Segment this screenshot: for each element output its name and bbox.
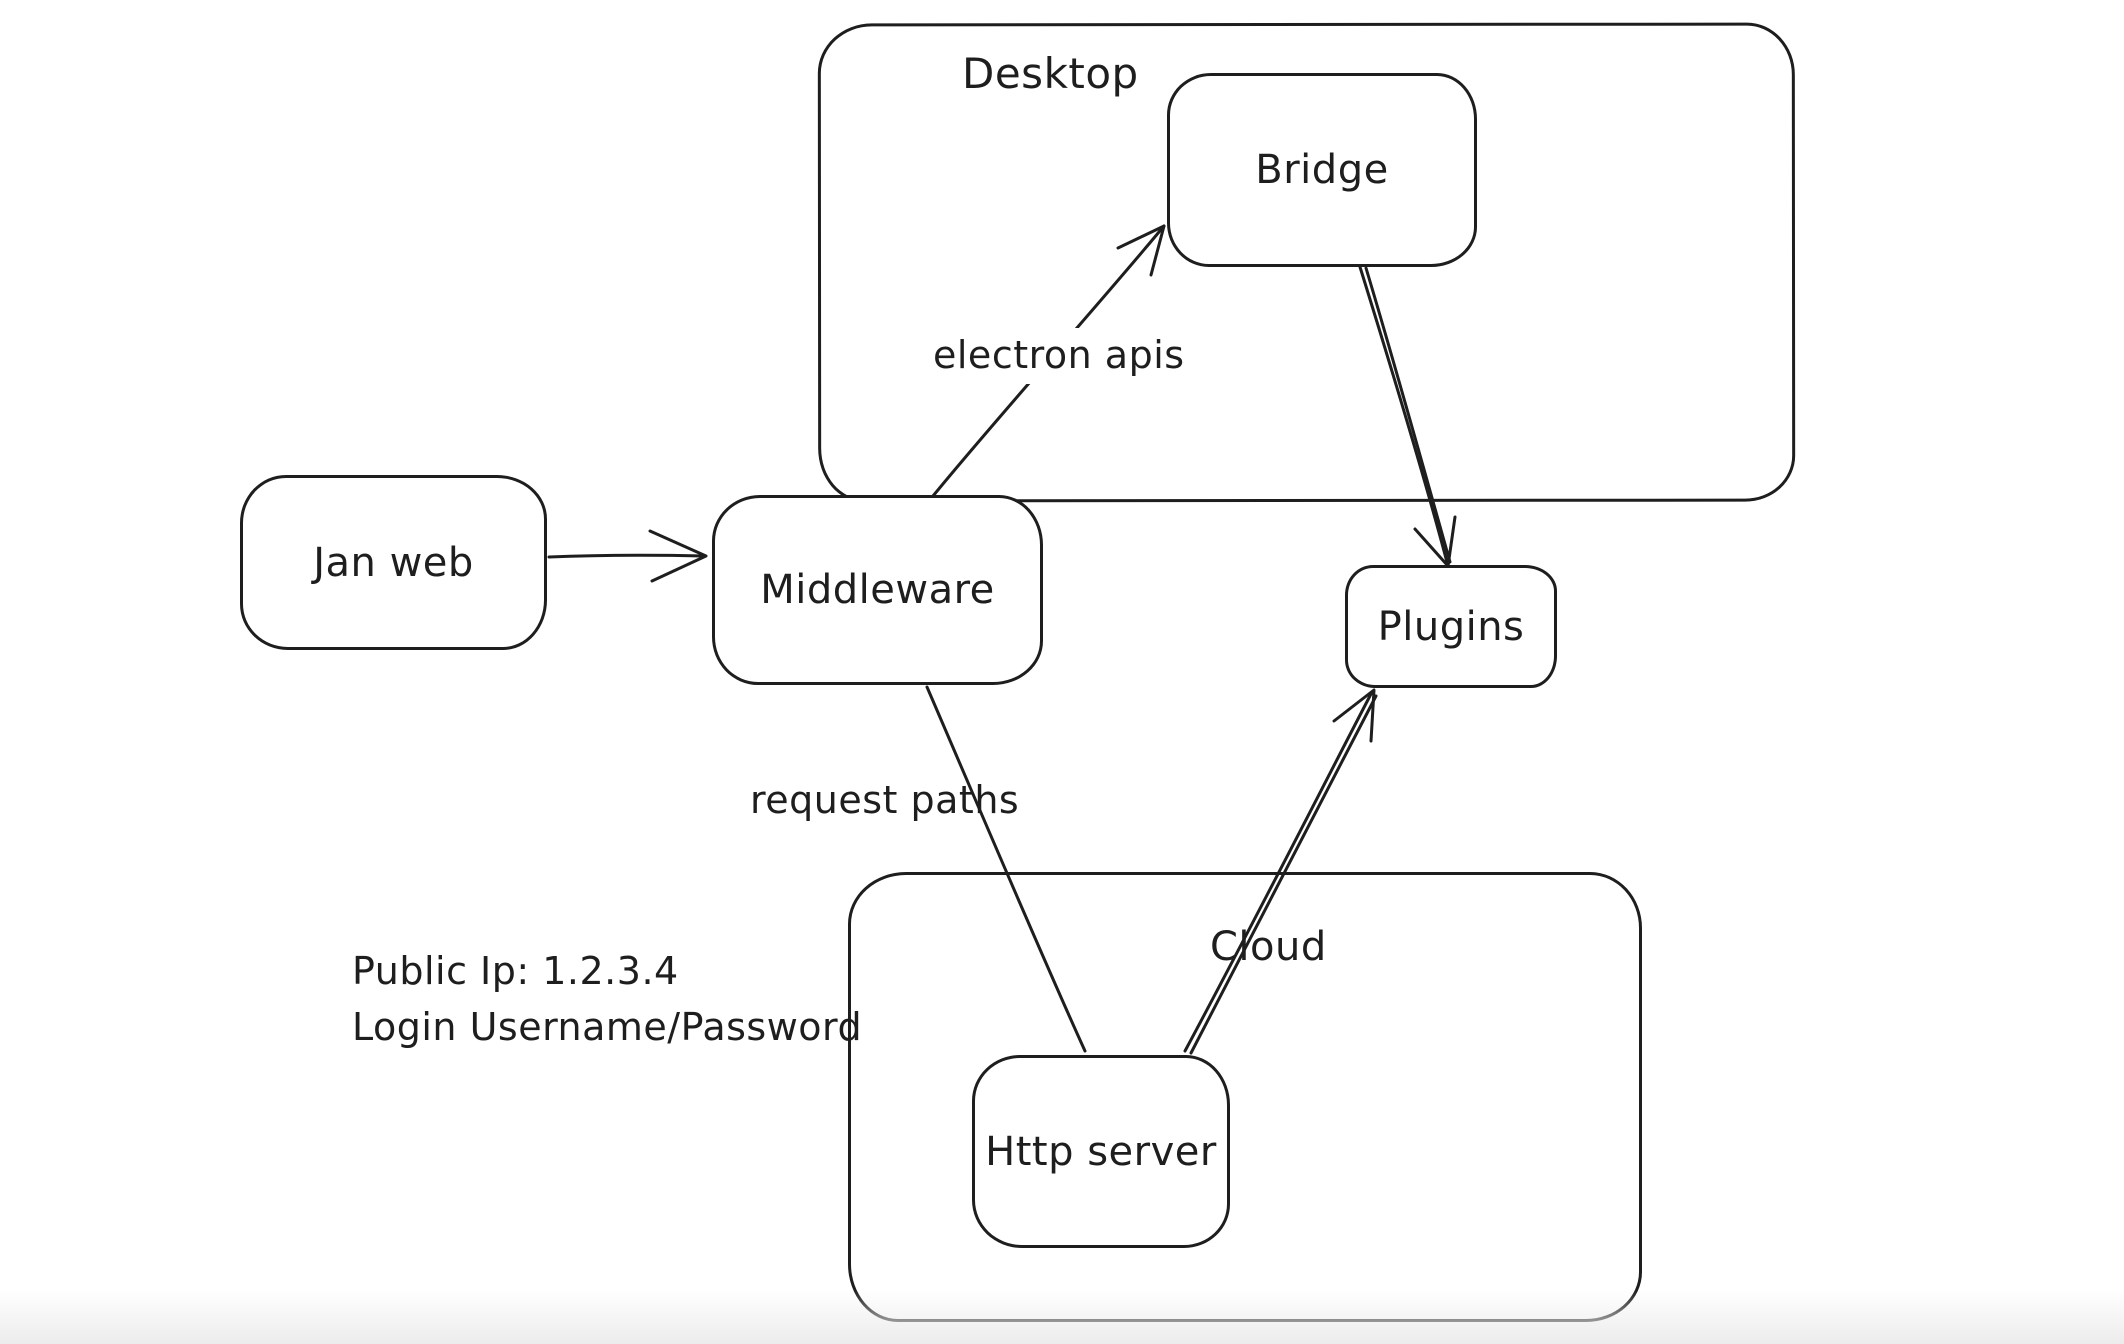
container-cloud-label[interactable]: Cloud — [1210, 924, 1327, 970]
line-middleware-to-httpserver[interactable] — [925, 685, 1087, 1053]
arrow-bridge-to-plugins[interactable] — [1358, 265, 1457, 568]
node-middleware[interactable]: Middleware — [712, 495, 1043, 685]
edge-label-electron-apis[interactable]: electron apis — [921, 328, 1197, 384]
annotation-login-credentials[interactable]: Login Username/Password — [352, 1005, 863, 1049]
node-bridge[interactable]: Bridge — [1167, 73, 1477, 267]
node-plugins[interactable]: Plugins — [1345, 565, 1557, 688]
arrow-head — [1332, 688, 1376, 743]
node-http-server-label: Http server — [985, 1128, 1217, 1175]
node-jan-web[interactable]: Jan web — [240, 475, 547, 650]
arrow-head — [1413, 515, 1457, 568]
node-http-server[interactable]: Http server — [972, 1055, 1230, 1248]
arrow-httpserver-to-plugins[interactable] — [1183, 688, 1378, 1055]
node-jan-web-label: Jan web — [313, 539, 474, 586]
arrow-shaft-sketch — [1364, 266, 1452, 564]
arrow-janweb-to-middleware[interactable] — [547, 529, 708, 583]
edge-label-request-paths[interactable]: request paths — [750, 778, 1020, 822]
arrow-shaft — [1183, 690, 1374, 1053]
container-desktop-label[interactable]: Desktop — [962, 49, 1139, 98]
arrow-shaft — [1358, 265, 1450, 568]
node-bridge-label: Bridge — [1255, 147, 1389, 193]
arrow-shaft — [925, 685, 1087, 1053]
node-plugins-label: Plugins — [1377, 603, 1525, 650]
annotation-public-ip[interactable]: Public Ip: 1.2.3.4 — [352, 949, 679, 993]
arrow-head — [648, 529, 708, 583]
arrow-shaft-sketch — [1189, 694, 1378, 1055]
arrow-head — [1116, 224, 1166, 277]
node-middleware-label: Middleware — [760, 567, 995, 613]
arrow-shaft — [547, 553, 706, 559]
